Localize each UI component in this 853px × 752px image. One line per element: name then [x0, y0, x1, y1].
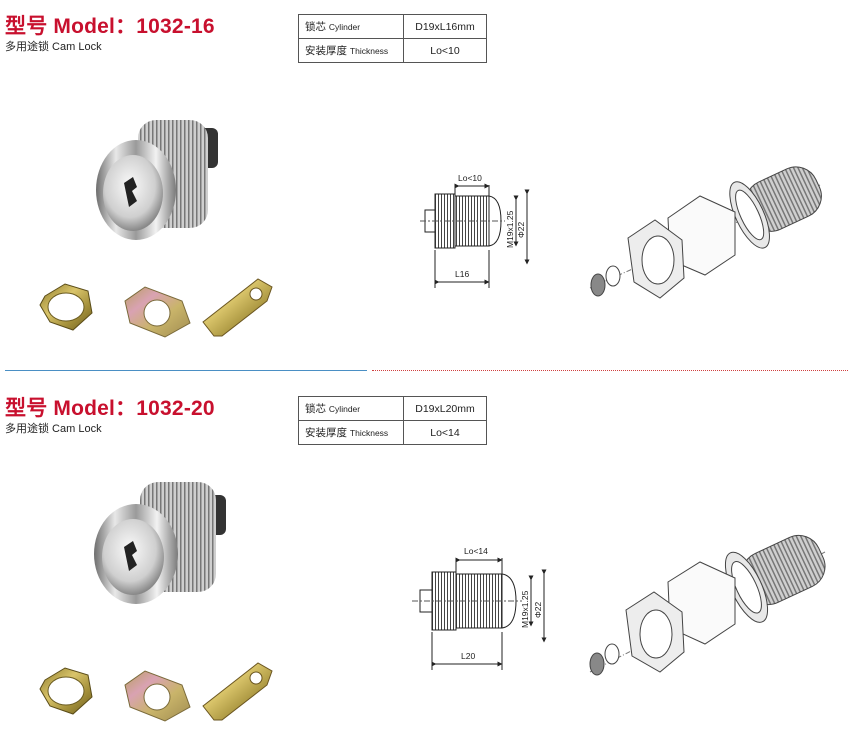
section-divider-dotted — [372, 370, 848, 371]
spec-table: 锁芯 Cylinder D19xL16mm 安装厚度 Thickness Lo<… — [298, 14, 487, 63]
dim-lo-label: Lo<10 — [458, 173, 482, 183]
spec-row-cylinder: 锁芯 Cylinder D19xL16mm — [298, 14, 487, 39]
product-section-1032-16: 型号 Model：1032-16 多用途锁 Cam Lock 锁芯 Cylind… — [0, 0, 853, 370]
lock-cylinder-image — [94, 482, 226, 604]
model-subtitle: 多用途锁 Cam Lock — [5, 423, 102, 435]
dim-thread-label: M19x1.25 — [505, 210, 515, 248]
washer-plate-image — [124, 670, 191, 722]
cam-bar-image — [202, 278, 273, 337]
exploded-view — [589, 534, 826, 676]
hex-nut-image — [39, 283, 93, 331]
lock-cylinder-image — [96, 120, 218, 240]
spec-label: 安装厚度 Thickness — [298, 38, 404, 63]
washer-plate-image — [124, 286, 191, 338]
spec-value: Lo<10 — [403, 38, 487, 63]
exploded-view — [589, 166, 822, 299]
dim-thread-label: M19x1.25 — [520, 590, 530, 628]
product-section-1032-20: 型号 Model：1032-20 多用途锁 Cam Lock 锁芯 Cylind… — [0, 382, 853, 752]
dim-lo-label: Lo<14 — [464, 546, 488, 556]
hex-nut-image — [39, 667, 93, 715]
spec-row-cylinder: 锁芯 Cylinder D19xL20mm — [298, 396, 487, 421]
spec-value: D19xL16mm — [403, 14, 487, 39]
model-subtitle: 多用途锁 Cam Lock — [5, 41, 102, 53]
dim-diameter-label: Φ22 — [516, 221, 526, 238]
technical-drawing: Lo<14 L20 M19x1.25 Φ22 — [412, 546, 547, 670]
spec-value: D19xL20mm — [403, 396, 487, 421]
product-illustrations: Lo<14 L20 M19x1.25 Φ22 — [39, 482, 826, 722]
model-title: 型号 Model：1032-20 — [5, 397, 215, 420]
dim-length-label: L20 — [461, 651, 475, 661]
dim-diameter-label: Φ22 — [533, 601, 543, 618]
spec-table: 锁芯 Cylinder D19xL20mm 安装厚度 Thickness Lo<… — [298, 396, 487, 445]
spec-row-thickness: 安装厚度 Thickness Lo<10 — [298, 38, 487, 63]
product-illustrations: Lo<10 L16 M19x1.25 Φ22 — [39, 120, 822, 338]
dim-length-label: L16 — [455, 269, 469, 279]
spec-row-thickness: 安装厚度 Thickness Lo<14 — [298, 420, 487, 445]
section-divider-solid — [5, 370, 367, 371]
technical-drawing: Lo<10 L16 M19x1.25 Φ22 — [420, 173, 530, 288]
model-title: 型号 Model：1032-16 — [5, 15, 215, 38]
cam-bar-image — [202, 662, 273, 721]
spec-value: Lo<14 — [403, 420, 487, 445]
